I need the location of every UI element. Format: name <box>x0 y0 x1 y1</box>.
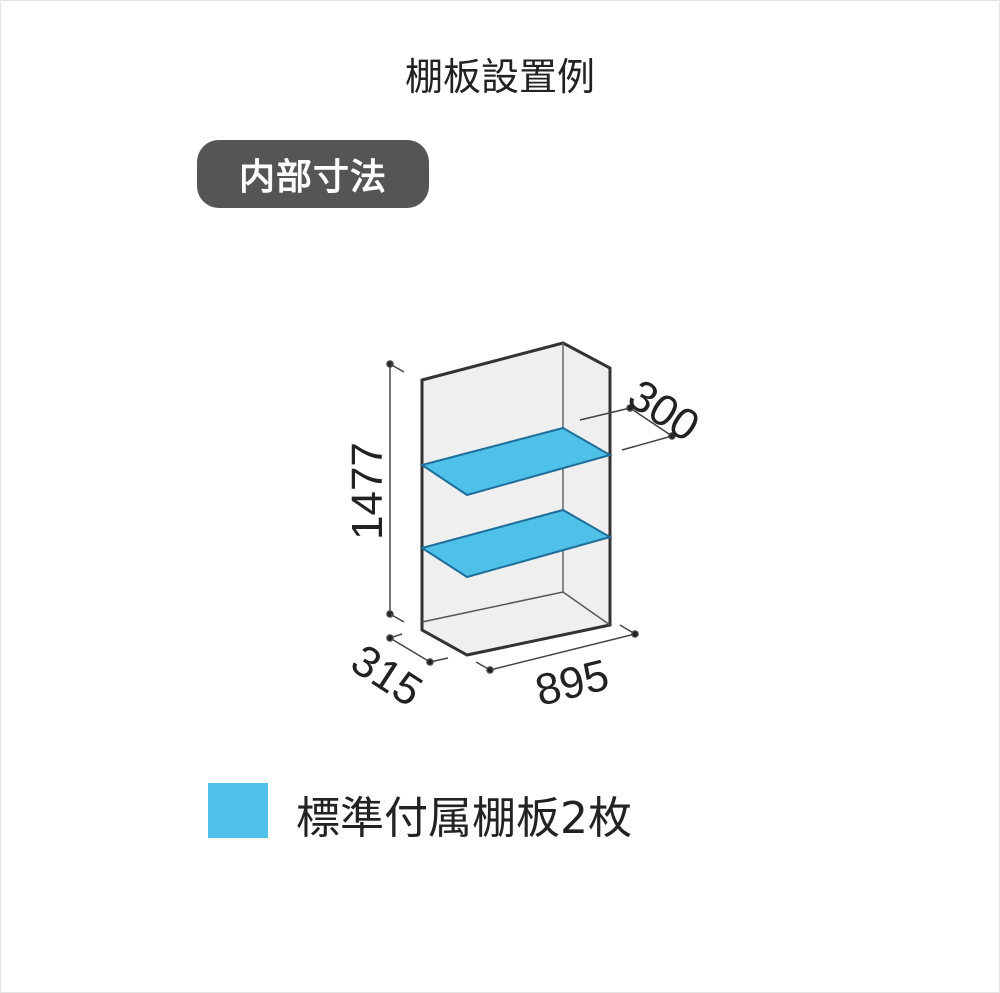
internal-dimensions-badge: 内部寸法 <box>197 140 429 208</box>
shelf-upper <box>419 426 613 497</box>
legend-label: 標準付属棚板2枚 <box>296 793 632 844</box>
shelf-depth-label: 300 <box>620 370 708 451</box>
shelf-depth-dimension <box>579 404 676 451</box>
diagram-title: 棚板設置例 <box>404 55 595 99</box>
depth-label: 315 <box>343 635 431 716</box>
height-label: 1477 <box>343 442 392 540</box>
depth-dimension <box>386 633 449 666</box>
width-label: 895 <box>531 650 614 715</box>
box-body <box>420 341 612 657</box>
shelf-lower <box>419 508 613 579</box>
height-dimension <box>386 360 405 623</box>
box-floor-edge <box>421 591 611 626</box>
width-dimension <box>475 624 639 674</box>
legend-swatch-shelf <box>208 783 268 838</box>
box-silhouette <box>420 341 612 657</box>
